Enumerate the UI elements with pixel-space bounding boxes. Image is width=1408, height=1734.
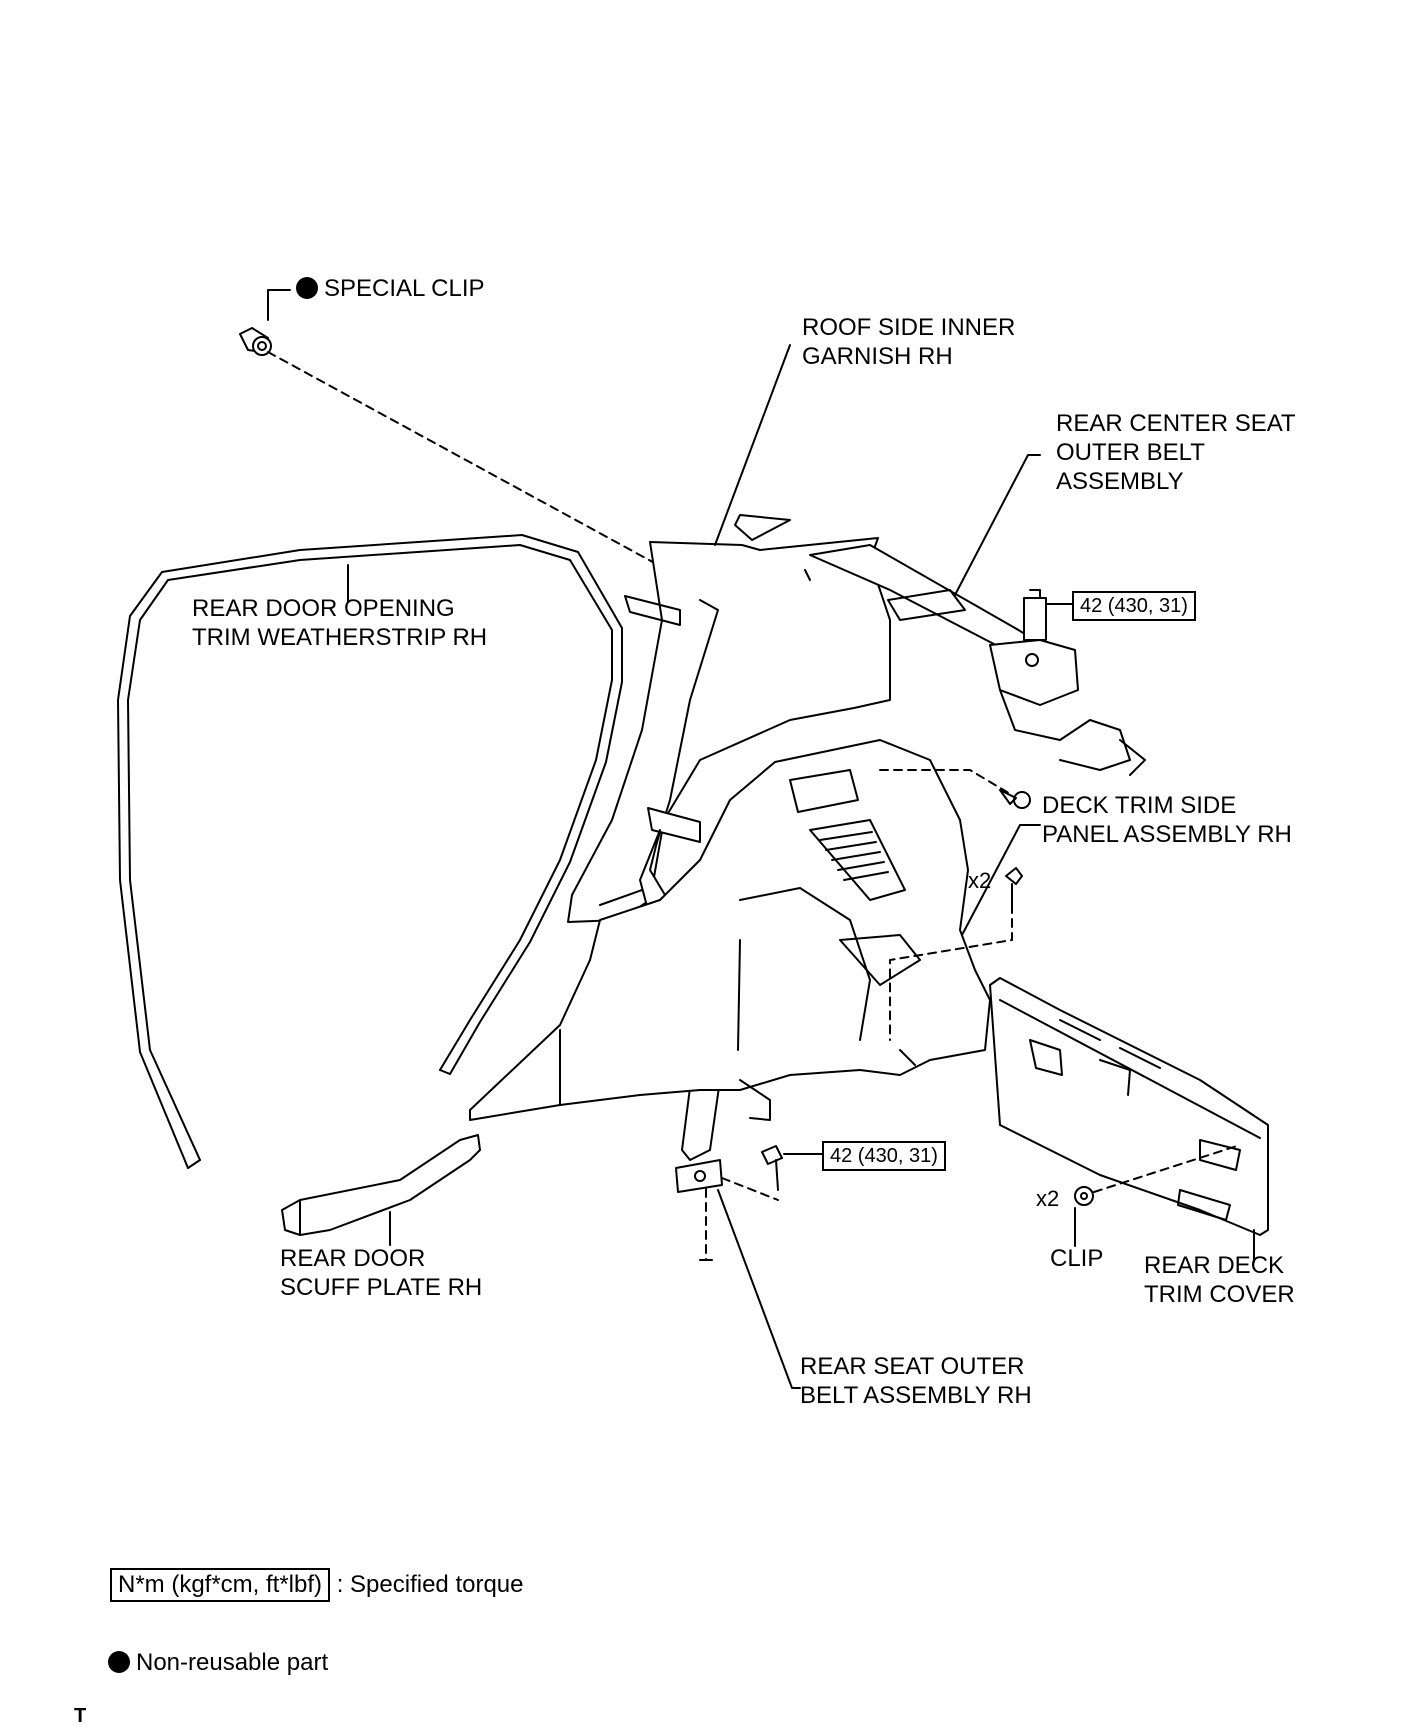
non-reusable-dot-icon bbox=[108, 1651, 130, 1673]
clip-part bbox=[1074, 1186, 1094, 1206]
scuff-plate-label: REAR DOOR SCUFF PLATE RH bbox=[280, 1244, 482, 1302]
legend-torque-desc: : Specified torque bbox=[336, 1571, 524, 1598]
deck-side-bolts bbox=[1005, 867, 1023, 906]
clip-dashed-line bbox=[1093, 1144, 1241, 1193]
scuff-plate-text-2: SCUFF PLATE RH bbox=[280, 1274, 483, 1301]
scuff-plate-text-1: REAR DOOR bbox=[280, 1245, 426, 1272]
outer-belt-label: REAR SEAT OUTER BELT ASSEMBLY RH bbox=[800, 1352, 1032, 1410]
center-belt-text-3: ASSEMBLY bbox=[1056, 468, 1184, 495]
roof-garnish-text-1: ROOF SIDE INNER bbox=[802, 314, 1016, 341]
legend-torque-box: N*m (kgf*cm, ft*lbf) bbox=[110, 1568, 331, 1602]
outer-belt-bolt-dashed bbox=[721, 1177, 779, 1201]
center-belt-part bbox=[809, 544, 1146, 776]
clip-label: CLIP bbox=[1050, 1245, 1104, 1272]
outer-belt-text-2: BELT ASSEMBLY RH bbox=[800, 1382, 1032, 1409]
special-clip-label: SPECIAL CLIP bbox=[296, 274, 485, 303]
legend-non-reusable: Non-reusable part bbox=[108, 1648, 328, 1677]
deck-side-bolts-dashed bbox=[889, 904, 1013, 1041]
outer-belt-bolt bbox=[761, 1145, 783, 1191]
outer-belt-torque: 42 (430, 31) bbox=[822, 1141, 946, 1171]
weatherstrip-text-1: REAR DOOR OPENING bbox=[192, 595, 455, 622]
deck-side-panel-part bbox=[469, 739, 991, 1121]
deck-side-quantity: x2 bbox=[968, 868, 992, 893]
special-clip-part bbox=[239, 327, 272, 356]
legend-torque: N*m (kgf*cm, ft*lbf) : Specified torque bbox=[110, 1568, 524, 1602]
clip-quantity: x2 bbox=[1036, 1186, 1060, 1211]
deck-side-label: DECK TRIM SIDE PANEL ASSEMBLY RH bbox=[1042, 791, 1292, 849]
rear-deck-cover-text-2: TRIM COVER bbox=[1144, 1281, 1295, 1308]
deck-side-panel-leader bbox=[961, 824, 1041, 936]
rear-deck-cover-label: REAR DECK TRIM COVER bbox=[1144, 1251, 1295, 1309]
roof-garnish-part bbox=[567, 514, 891, 923]
weatherstrip-part bbox=[117, 534, 623, 1169]
legend-non-reusable-text: Non-reusable part bbox=[136, 1649, 329, 1676]
special-clip-leader bbox=[267, 289, 291, 321]
footer-mark: T bbox=[74, 1705, 87, 1727]
roof-garnish-label: ROOF SIDE INNER GARNISH RH bbox=[802, 313, 1015, 371]
center-belt-leader bbox=[954, 454, 1041, 596]
rear-deck-cover-part bbox=[989, 977, 1269, 1236]
scuff-plate-part bbox=[281, 1134, 481, 1236]
outer-belt-leader bbox=[717, 1189, 801, 1389]
special-clip-text: SPECIAL CLIP bbox=[324, 275, 485, 302]
center-belt-text-2: OUTER BELT bbox=[1056, 439, 1205, 466]
roof-garnish-text-2: GARNISH RH bbox=[802, 343, 953, 370]
non-reusable-dot-icon bbox=[296, 277, 318, 299]
center-belt-label: REAR CENTER SEAT OUTER BELT ASSEMBLY bbox=[1056, 409, 1296, 496]
special-clip-dashed-line bbox=[267, 351, 661, 567]
center-belt-text-1: REAR CENTER SEAT bbox=[1056, 410, 1296, 437]
weatherstrip-text-2: TRIM WEATHERSTRIP RH bbox=[192, 624, 488, 651]
rear-deck-cover-text-1: REAR DECK bbox=[1144, 1252, 1285, 1279]
roof-garnish-leader bbox=[714, 344, 791, 546]
deck-side-screw-dashed bbox=[879, 769, 1013, 796]
deck-side-text-1: DECK TRIM SIDE bbox=[1042, 792, 1237, 819]
center-belt-torque: 42 (430, 31) bbox=[1072, 591, 1196, 621]
deck-side-text-2: PANEL ASSEMBLY RH bbox=[1042, 821, 1292, 848]
outer-belt-text-1: REAR SEAT OUTER bbox=[800, 1353, 1025, 1380]
deck-side-screw bbox=[999, 789, 1031, 809]
weatherstrip-label: REAR DOOR OPENING TRIM WEATHERSTRIP RH bbox=[192, 594, 487, 652]
